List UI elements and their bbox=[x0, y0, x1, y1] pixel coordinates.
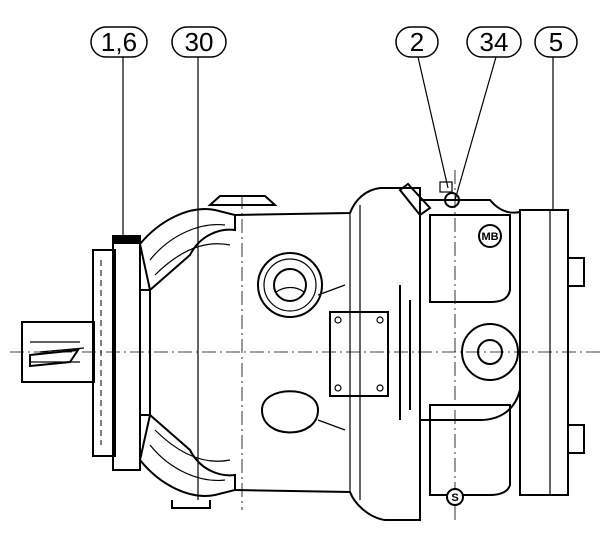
callout-2: 2 bbox=[395, 26, 439, 58]
callout-5: 5 bbox=[534, 26, 578, 58]
mounting-flange bbox=[92, 235, 141, 471]
main-housing bbox=[234, 187, 421, 521]
callout-30: 30 bbox=[171, 26, 227, 58]
callout-label: 2 bbox=[410, 27, 424, 57]
callout-label: 34 bbox=[480, 27, 509, 57]
control-block bbox=[329, 311, 389, 397]
port-s-marker: S bbox=[446, 488, 464, 506]
leader-lines bbox=[122, 56, 554, 500]
end-cover bbox=[519, 209, 585, 496]
callout-1-6: 1,6 bbox=[90, 26, 148, 58]
callout-label: 30 bbox=[185, 27, 214, 57]
callout-34: 34 bbox=[466, 26, 522, 58]
port-s-label: S bbox=[451, 492, 458, 504]
port-mb-marker: MB bbox=[478, 224, 502, 248]
port-plate bbox=[398, 181, 521, 496]
callout-label: 5 bbox=[549, 27, 563, 57]
callout-label: 1,6 bbox=[101, 27, 137, 57]
port-mb-label: MB bbox=[481, 231, 498, 243]
